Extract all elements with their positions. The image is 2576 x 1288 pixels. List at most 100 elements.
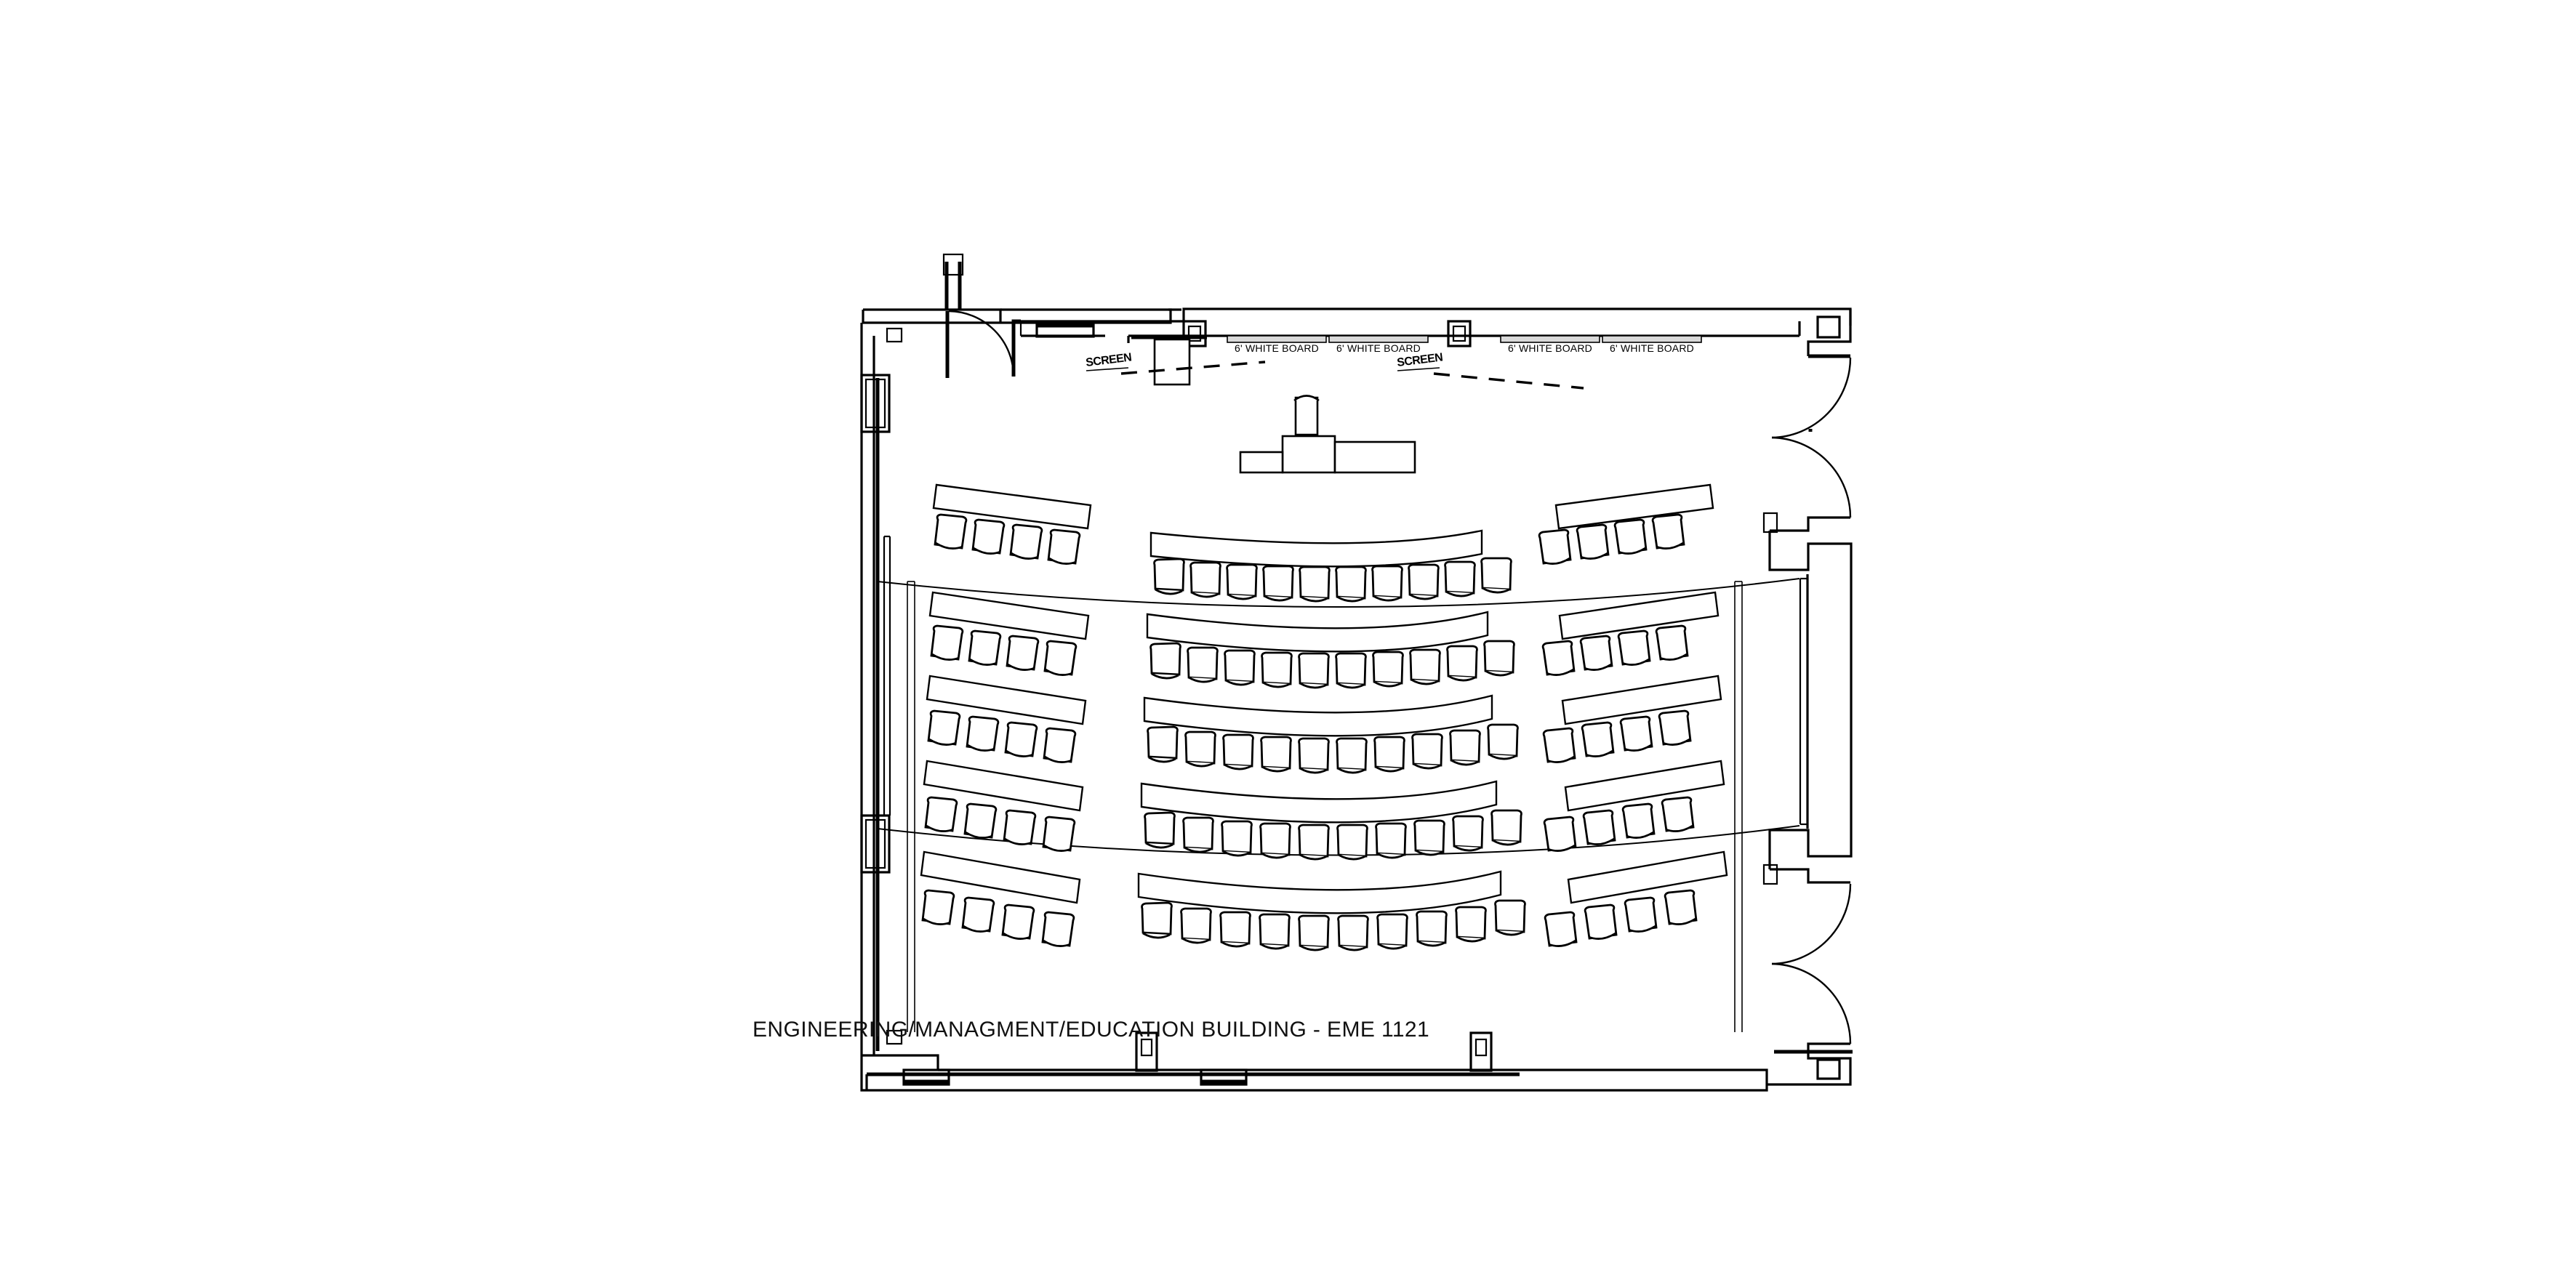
screen-1-label: SCREEN <box>1085 351 1132 369</box>
chair <box>1003 809 1037 845</box>
chair <box>1335 565 1367 603</box>
instructor-step <box>1239 451 1284 474</box>
chair <box>930 624 964 661</box>
chair <box>961 896 995 933</box>
right-block-4-desk <box>1564 760 1725 812</box>
chair <box>1337 914 1369 951</box>
east-upper-door-swing-b <box>1771 436 1852 518</box>
center-row-3-chairs <box>1147 723 1519 774</box>
chair <box>1480 557 1512 594</box>
chair <box>1226 563 1258 600</box>
chair <box>1182 816 1214 853</box>
center-row-5-chairs <box>1141 899 1526 951</box>
center-row-3-desk <box>1143 694 1493 737</box>
chair <box>1298 737 1330 774</box>
chair <box>1224 649 1256 686</box>
chair <box>1006 635 1040 671</box>
chair <box>1664 889 1698 925</box>
left-block-1 <box>932 483 1092 565</box>
seating-area-edges <box>907 581 1743 1032</box>
whiteboard-3 <box>1500 335 1600 343</box>
chair <box>921 889 955 925</box>
chair <box>1047 528 1081 565</box>
whiteboard-3-label: 6' WHITE BOARD <box>1508 342 1592 354</box>
right-block-2-desk <box>1558 591 1720 640</box>
right-seating-section <box>1538 483 1728 947</box>
center-row-5-desk <box>1137 870 1502 914</box>
screen-annotation-group: SCREEN SCREEN <box>1085 338 1584 390</box>
chair <box>1658 709 1692 746</box>
left-block-3-desk <box>926 675 1087 725</box>
left-block-3 <box>926 675 1087 763</box>
south-column-mid <box>1135 1031 1158 1072</box>
nw-marker <box>886 327 903 343</box>
south-window-west <box>902 1068 950 1086</box>
chair <box>1411 733 1443 770</box>
screen-2-underline <box>1397 367 1440 371</box>
chair <box>1538 528 1572 565</box>
chair <box>924 796 958 832</box>
left-block-4 <box>923 760 1084 852</box>
chair <box>1187 646 1219 683</box>
chair <box>1449 729 1481 766</box>
west-window-upper-glass <box>864 378 886 429</box>
chair <box>1180 907 1212 944</box>
tier-line-upper <box>877 578 1800 608</box>
chair <box>934 513 968 550</box>
left-block-2-desk <box>928 591 1090 640</box>
right-block-5 <box>1544 850 1728 947</box>
chair <box>1259 822 1291 859</box>
west-window-lower-glass <box>864 818 886 869</box>
north-column-west-core <box>1187 325 1202 342</box>
whiteboard-2-label: 6' WHITE BOARD <box>1336 342 1421 354</box>
whiteboard-2 <box>1328 335 1429 343</box>
east-lower-door-swing-a <box>1771 883 1852 965</box>
east-lower-jamb <box>1762 864 1778 885</box>
south-window-east <box>1200 1068 1248 1086</box>
right-block-1-desk <box>1554 483 1714 530</box>
chair <box>1371 565 1403 602</box>
screen-1-underline <box>1086 367 1129 371</box>
chair <box>1376 913 1408 950</box>
chair <box>1579 635 1613 671</box>
chair <box>1661 796 1695 832</box>
page-title: ENGINEERING/MANAGMENT/EDUCATION BUILDING… <box>753 1018 1430 1042</box>
chair <box>1260 736 1292 773</box>
chair <box>1541 640 1576 676</box>
west-window-lower <box>860 814 891 874</box>
east-lower-door-swing-b <box>1771 962 1852 1045</box>
chair <box>1613 518 1648 555</box>
chair <box>1336 737 1368 774</box>
east-upper-jamb <box>1762 512 1778 534</box>
chair <box>927 709 961 746</box>
chair <box>1444 560 1476 597</box>
right-block-1 <box>1538 483 1714 565</box>
chair <box>1004 721 1038 757</box>
south-column-east <box>1469 1031 1493 1072</box>
center-seating-section <box>1137 529 1526 951</box>
chair <box>1581 721 1615 757</box>
chair <box>1455 906 1487 943</box>
chair <box>1041 911 1075 947</box>
center-row-1-chairs <box>1153 557 1512 603</box>
north-entry-door-swing <box>948 310 1015 377</box>
instructor-area <box>1239 395 1416 474</box>
left-seating-section <box>920 483 1092 947</box>
left-block-5-desk <box>920 850 1081 904</box>
instructor-lectern <box>1281 435 1336 474</box>
screen-2-label: SCREEN <box>1396 351 1443 369</box>
chair <box>1189 561 1221 598</box>
right-block-2 <box>1541 591 1720 676</box>
chair <box>1416 910 1448 947</box>
center-row-4-chairs <box>1144 809 1522 861</box>
chair <box>1141 901 1173 939</box>
chair <box>1372 651 1404 688</box>
chair <box>1543 816 1577 852</box>
chair <box>1219 911 1251 948</box>
chair <box>1617 629 1651 666</box>
sw-marker <box>886 1029 903 1045</box>
chair <box>971 518 1006 555</box>
chair <box>1043 640 1078 676</box>
chair <box>1542 727 1576 763</box>
